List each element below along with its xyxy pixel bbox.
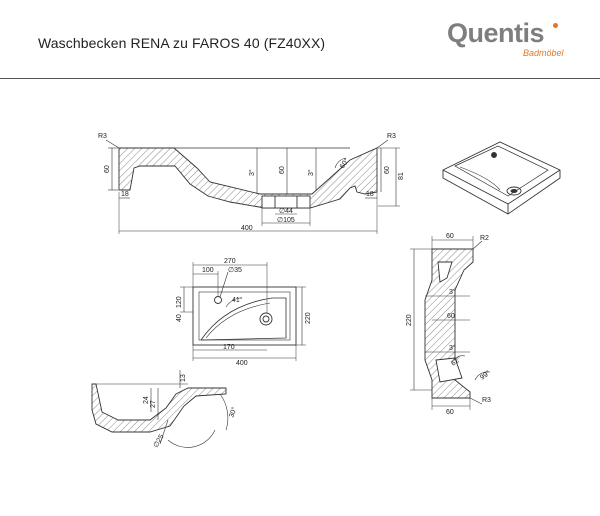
front-h-total: 81 (398, 172, 405, 180)
front-section-view (105, 139, 400, 234)
side-bottom-width: 60 (446, 409, 454, 416)
top-width: 400 (236, 360, 248, 367)
front-r-left: R3 (98, 133, 107, 140)
page-title: Waschbecken RENA zu FAROS 40 (FZ40XX) (38, 35, 326, 51)
detail-section-view (91, 370, 229, 448)
side-top-width: 60 (446, 233, 454, 240)
detail-angle: 30° (227, 406, 238, 419)
isometric-view (442, 141, 561, 215)
top-angle: 41° (232, 296, 243, 304)
top-view-labels: 270 100 ∅35 120 40 41° 220 170 400 (176, 258, 312, 367)
side-height: 220 (406, 314, 413, 326)
top-dim-170: 170 (223, 344, 235, 351)
front-edge-left: 18 (121, 191, 129, 198)
front-drain-inner: ∅44 (279, 208, 293, 215)
detail-dim-27: 27 (150, 400, 157, 408)
top-dim-120: 120 (176, 296, 183, 308)
top-dim-100: 100 (202, 267, 214, 274)
side-section-view (410, 236, 491, 410)
top-dim-270: 270 (224, 258, 236, 265)
logo-subtitle: Badmöbel (523, 48, 564, 58)
detail-dim-24: 24 (143, 396, 150, 404)
front-h-right: 60 (384, 166, 391, 174)
header: Waschbecken RENA zu FAROS 40 (FZ40XX) Qu… (0, 0, 600, 80)
top-tap-hole: ∅35 (228, 267, 242, 274)
side-r-bottom: R3 (482, 397, 491, 404)
side-angle-4: 99° (479, 369, 492, 382)
front-edge-right: 18 (366, 191, 374, 198)
front-width: 400 (241, 225, 253, 232)
brand-logo: Quentis Badmöbel (447, 18, 577, 62)
front-angle-right: 3° (307, 169, 315, 176)
side-angle-2: 3° (449, 344, 456, 352)
front-h-inner: 60 (279, 166, 286, 174)
detail-section-solid (91, 383, 227, 433)
logo-name: Quentis (447, 18, 545, 48)
front-h-left: 60 (104, 165, 111, 173)
detail-section-labels: 13 24 27 30° ∅25 (143, 374, 239, 449)
header-divider (0, 78, 600, 79)
front-drain-outer: ∅105 (277, 217, 295, 224)
front-r-right: R3 (387, 133, 396, 140)
front-section-solid (118, 147, 378, 209)
side-r-top: R2 (480, 235, 489, 242)
top-dim-220: 220 (305, 312, 312, 324)
detail-dim-13: 13 (180, 374, 187, 382)
detail-diameter: ∅25 (153, 433, 166, 449)
top-view (180, 262, 306, 361)
side-angle-1: 3° (449, 288, 456, 296)
front-angle-left: 3° (248, 169, 256, 176)
logo-dot-icon (553, 23, 558, 28)
top-dim-40: 40 (176, 314, 183, 322)
side-dim-60-mid: 60 (447, 313, 455, 320)
